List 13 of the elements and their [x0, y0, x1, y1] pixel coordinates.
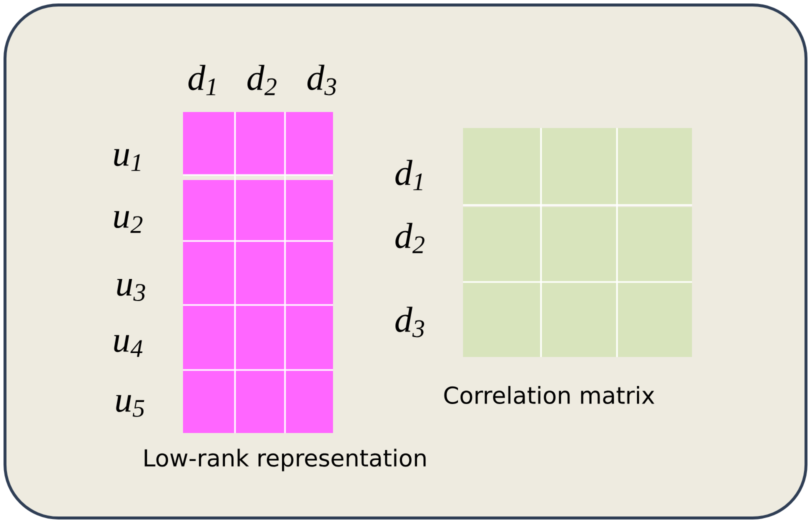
matrix-index-label: u$_{4}$: [114, 335, 142, 357]
matrix-index-label: u$_{1}$: [114, 149, 140, 171]
matrix-index-label: u$_{3}$: [117, 278, 146, 301]
matrix-index-label: d$_{3}$: [307, 64, 336, 96]
matrix-index-label: u$_{5}$: [116, 395, 144, 417]
matrix-index-label: d$_{1}$: [395, 160, 422, 190]
matrix-index-label: d$_{3}$: [395, 306, 424, 338]
matrix-index-label: u$_{2}$: [114, 211, 142, 233]
matrix-index-label: d$_{2}$: [395, 222, 424, 254]
matrix-index-label: d$_{2}$: [247, 64, 276, 96]
matrix-caption: Correlation matrix: [444, 386, 654, 404]
matrix-caption: Low-rank representation: [144, 448, 426, 472]
matrix-index-label: d$_{1}$: [188, 64, 216, 96]
